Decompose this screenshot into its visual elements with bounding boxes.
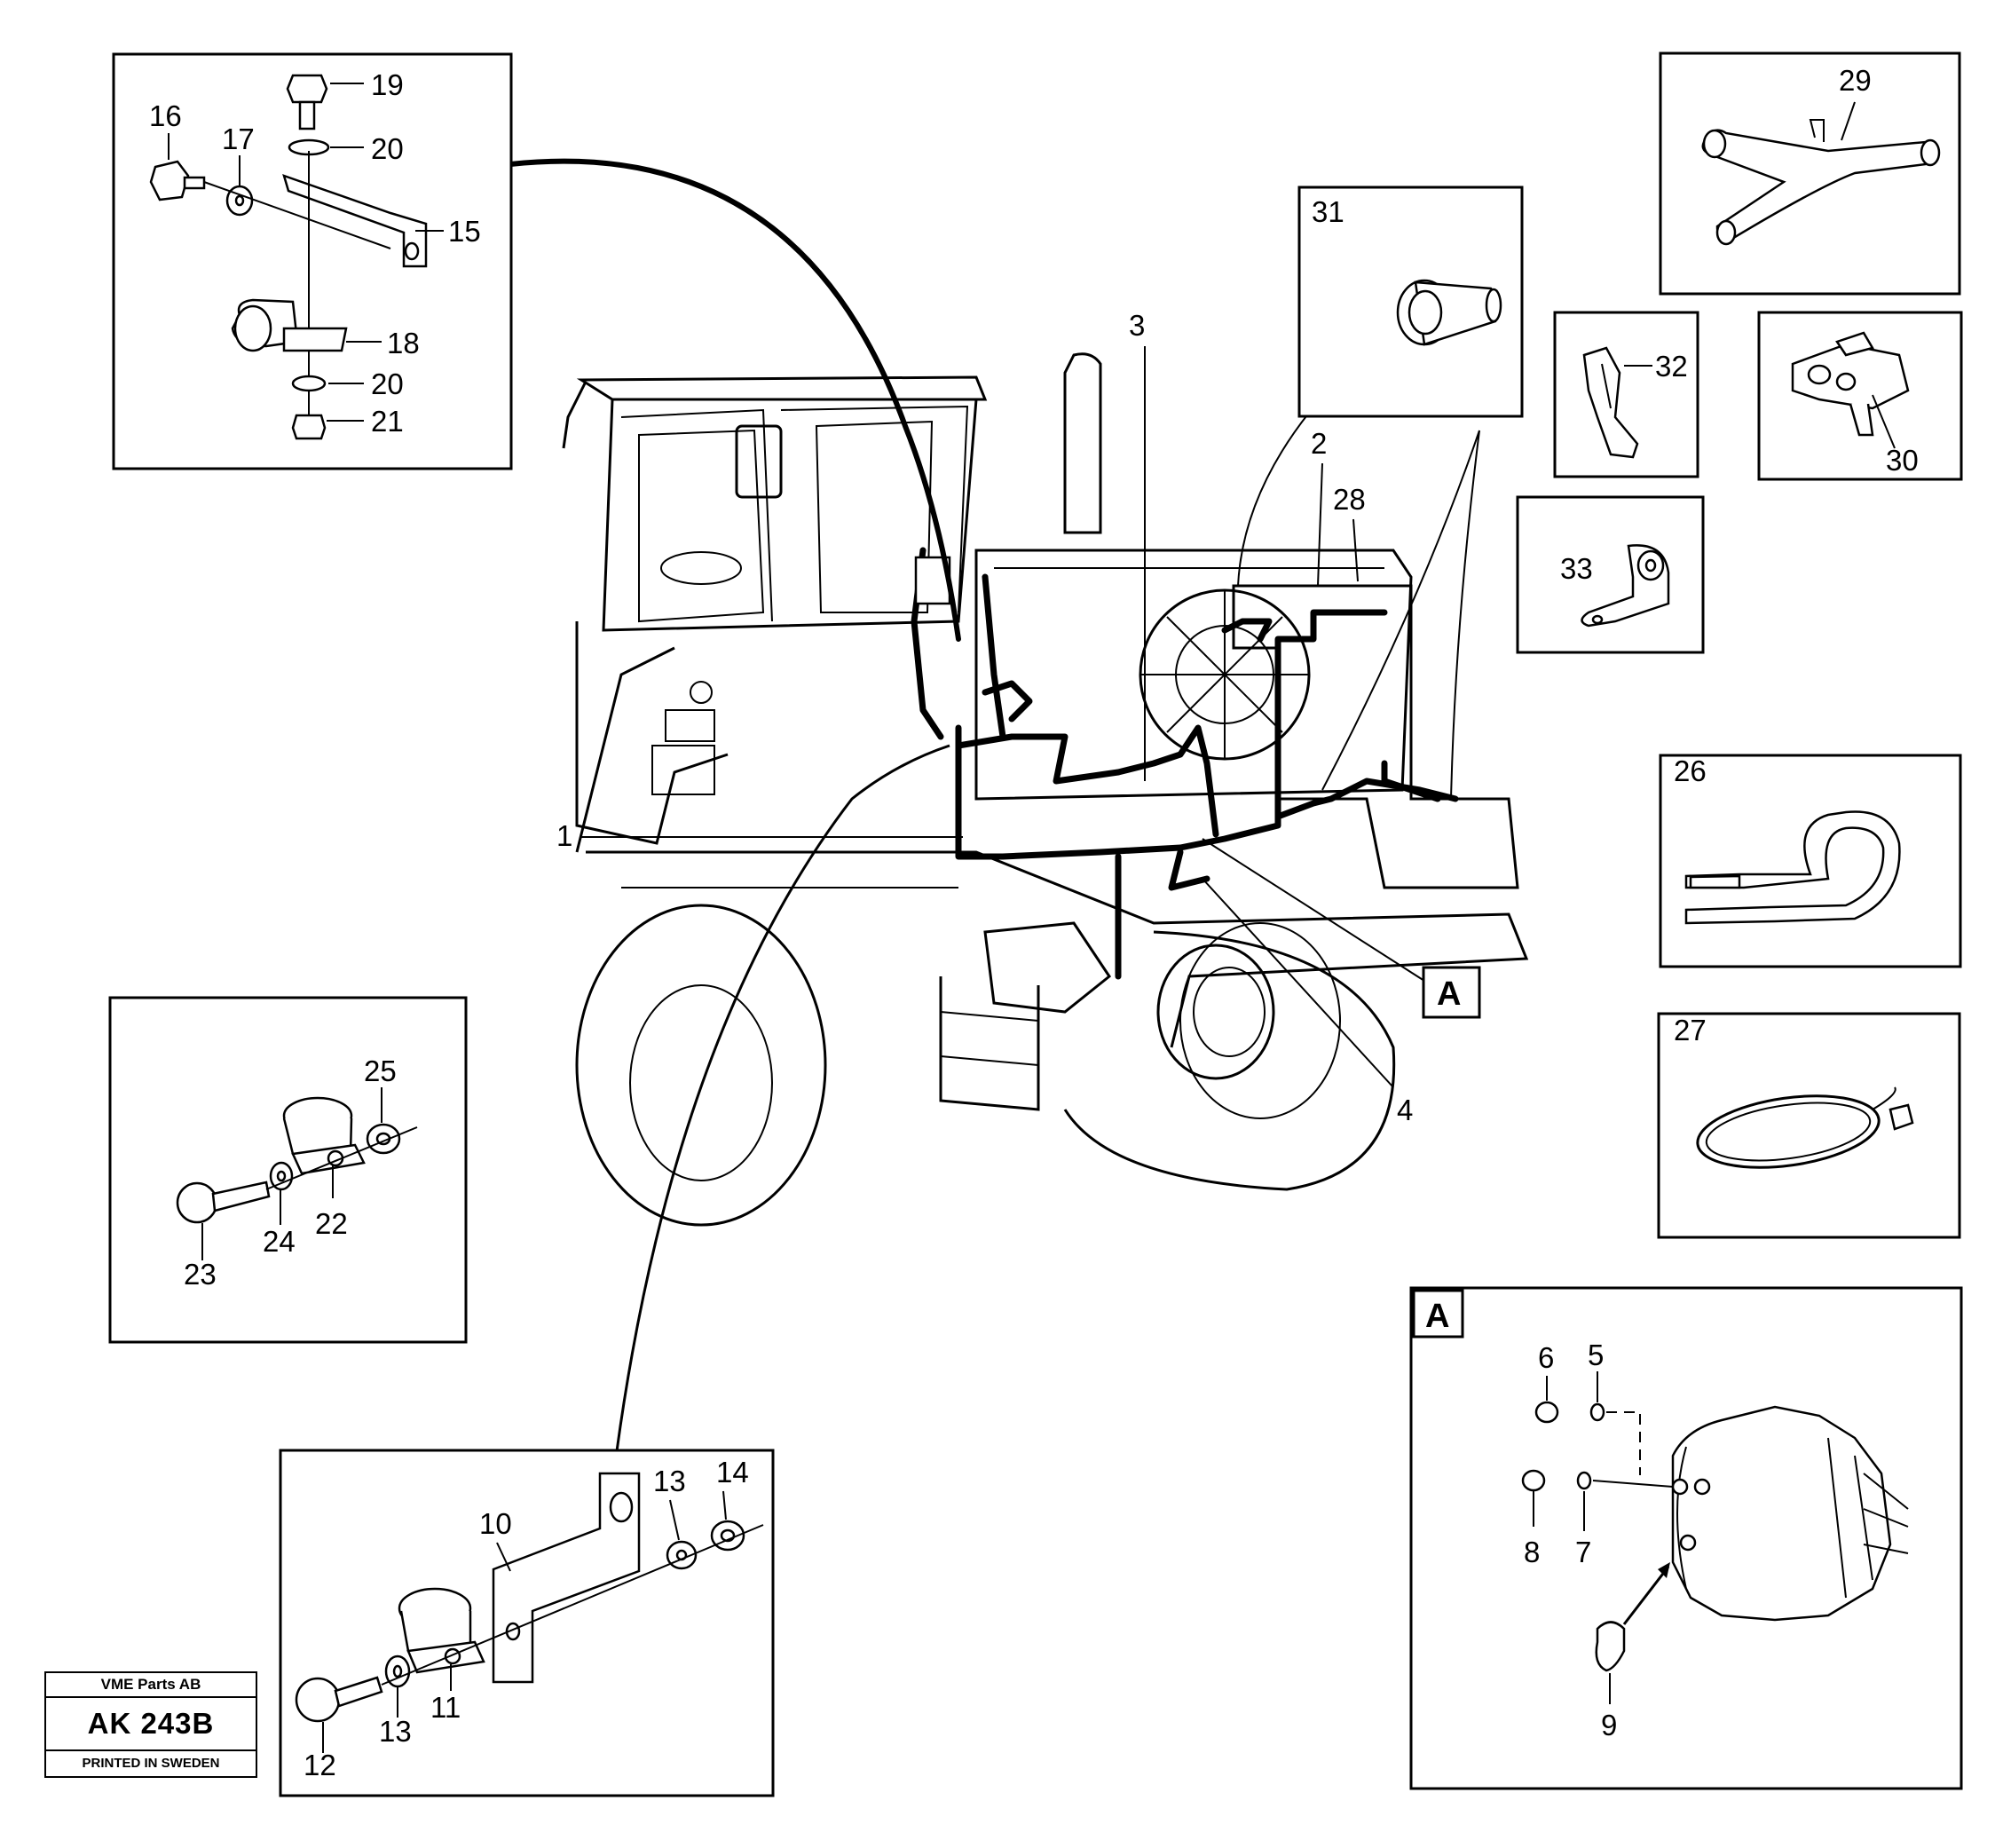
callout-25: 25	[364, 1054, 397, 1087]
callout-23: 23	[184, 1258, 217, 1291]
callout-15: 15	[448, 215, 481, 248]
detail-box-27	[1657, 1012, 1961, 1239]
detail-box-29	[1659, 51, 1961, 296]
callout-28: 28	[1333, 483, 1366, 516]
detail-box-32	[1553, 311, 1699, 478]
callout-13-near: 13	[379, 1715, 412, 1748]
stamp-printed: PRINTED IN SWEDEN	[82, 1756, 220, 1771]
detail-box-clamp-22-25	[108, 996, 468, 1344]
callout-21: 21	[371, 405, 404, 438]
callout-10: 10	[479, 1507, 512, 1540]
detail-box-a-label: A	[1425, 1298, 1449, 1335]
detail-box-31	[1297, 186, 1524, 418]
stamp-company: VME Parts AB	[46, 1673, 256, 1698]
callout-11: 11	[430, 1691, 461, 1724]
callout-33: 33	[1560, 552, 1593, 585]
callout-31: 31	[1312, 195, 1344, 228]
callout-18: 18	[387, 327, 420, 359]
detail-box-bracket-15-21	[112, 52, 513, 470]
callout-19: 19	[371, 68, 404, 101]
wheel-loader-illustration	[562, 352, 1529, 1227]
callout-27: 27	[1674, 1014, 1707, 1046]
callout-3: 3	[1129, 309, 1145, 342]
callout-16: 16	[149, 99, 182, 132]
detail-box-bracket-10-14	[279, 1449, 775, 1797]
callout-17: 17	[222, 122, 255, 155]
title-stamp: VME Parts AB AK 243B PRINTED IN SWEDEN	[44, 1671, 257, 1778]
detail-box-26	[1659, 754, 1962, 968]
detail-box-a-alternator	[1409, 1286, 1963, 1790]
detail-link-label-a: A	[1437, 975, 1461, 1013]
callout-32: 32	[1655, 350, 1688, 383]
callout-1: 1	[556, 819, 572, 852]
callout-9: 9	[1601, 1709, 1617, 1741]
leader-lines	[508, 158, 1480, 1452]
callout-20-lower: 20	[371, 367, 404, 400]
callout-29: 29	[1839, 64, 1872, 97]
stamp-code: AK 243B	[46, 1698, 256, 1751]
detail-box-33	[1516, 495, 1705, 654]
callout-26: 26	[1674, 754, 1707, 787]
callout-6: 6	[1538, 1341, 1554, 1374]
callout-13-far: 13	[653, 1465, 686, 1497]
callout-12: 12	[304, 1749, 336, 1781]
callout-7: 7	[1575, 1536, 1591, 1568]
callout-20-upper: 20	[371, 132, 404, 165]
callout-30: 30	[1886, 444, 1919, 477]
callout-2: 2	[1311, 427, 1327, 460]
callout-22: 22	[315, 1207, 348, 1240]
callout-14: 14	[716, 1456, 749, 1489]
callout-24: 24	[263, 1225, 296, 1258]
detail-box-30	[1757, 311, 1963, 481]
callout-5: 5	[1588, 1339, 1604, 1371]
callout-4: 4	[1397, 1094, 1413, 1126]
callout-8: 8	[1524, 1536, 1540, 1568]
detail-link-box-a	[1422, 966, 1481, 1019]
